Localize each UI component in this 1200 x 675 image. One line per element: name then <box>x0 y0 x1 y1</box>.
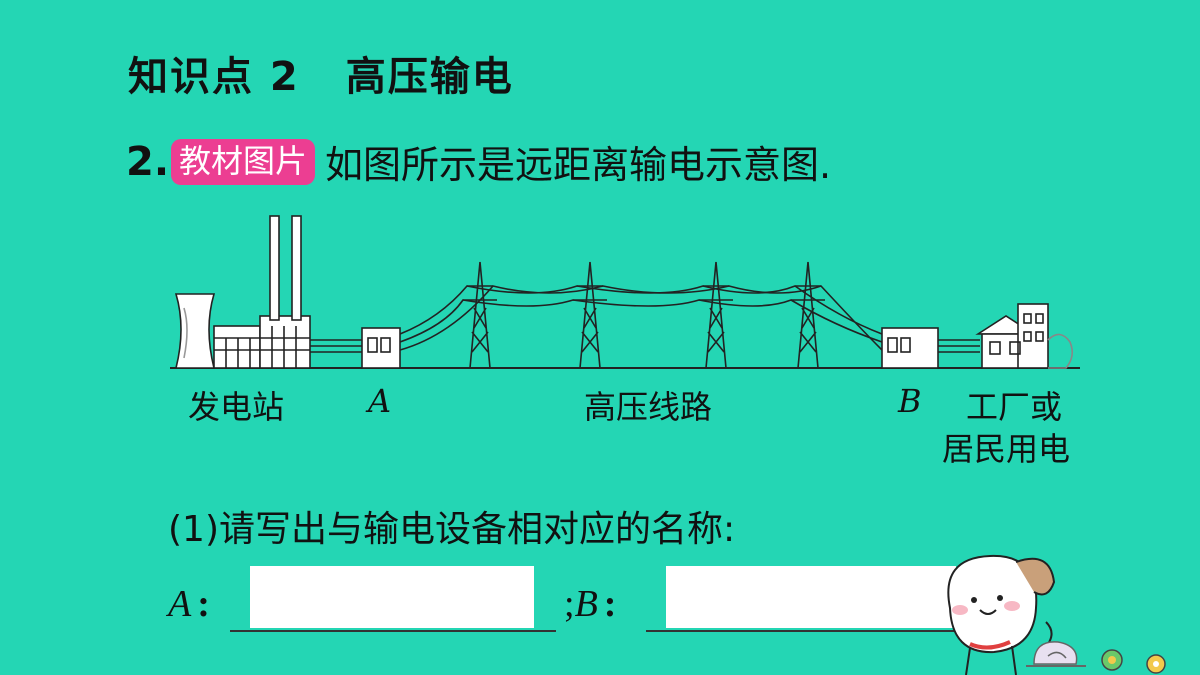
transmission-tower-icon <box>573 261 607 369</box>
cooling-tower-icon <box>174 293 216 369</box>
label-consumer-line1: 工厂或 <box>966 388 1063 426</box>
answer-b-underline <box>646 630 966 632</box>
question-text: 如图所示是远距离输电示意图. <box>325 143 832 187</box>
label-b: B <box>898 382 922 420</box>
section-number: 知识点 2 <box>128 54 300 100</box>
transmission-tower-icon <box>791 261 825 369</box>
answer-label-a: A: <box>168 583 210 625</box>
label-power-plant: 发电站 <box>188 388 285 426</box>
label-high-voltage-line: 高压线路 <box>584 388 713 426</box>
power-plant-icon <box>213 215 311 369</box>
answer-b-field[interactable] <box>666 566 956 628</box>
transmission-tower-icon <box>699 261 733 369</box>
section-heading: 知识点 2 高压输电 <box>128 44 514 102</box>
transmission-tower-icon <box>463 261 497 369</box>
question-line: 2. 教材图片 如图所示是远距离输电示意图. <box>126 134 831 189</box>
sub-question: (1)请写出与输电设备相对应的名称: <box>168 509 736 550</box>
section-title: 高压输电 <box>345 54 514 100</box>
transformer-a-box <box>361 327 401 369</box>
label-a: A <box>368 382 392 420</box>
question-number: 2. <box>126 138 170 185</box>
transformer-b-box <box>881 327 939 369</box>
house-icon <box>975 303 1074 369</box>
answer-a-underline <box>230 630 556 632</box>
label-consumer-line2: 居民用电 <box>942 430 1071 468</box>
transmission-diagram <box>170 215 1080 369</box>
answer-a-field[interactable] <box>250 566 534 628</box>
answer-label-b: ;B: <box>564 583 617 625</box>
textbook-figure-badge: 教材图片 <box>171 138 316 185</box>
puppy-mascot-icon <box>947 554 1166 675</box>
